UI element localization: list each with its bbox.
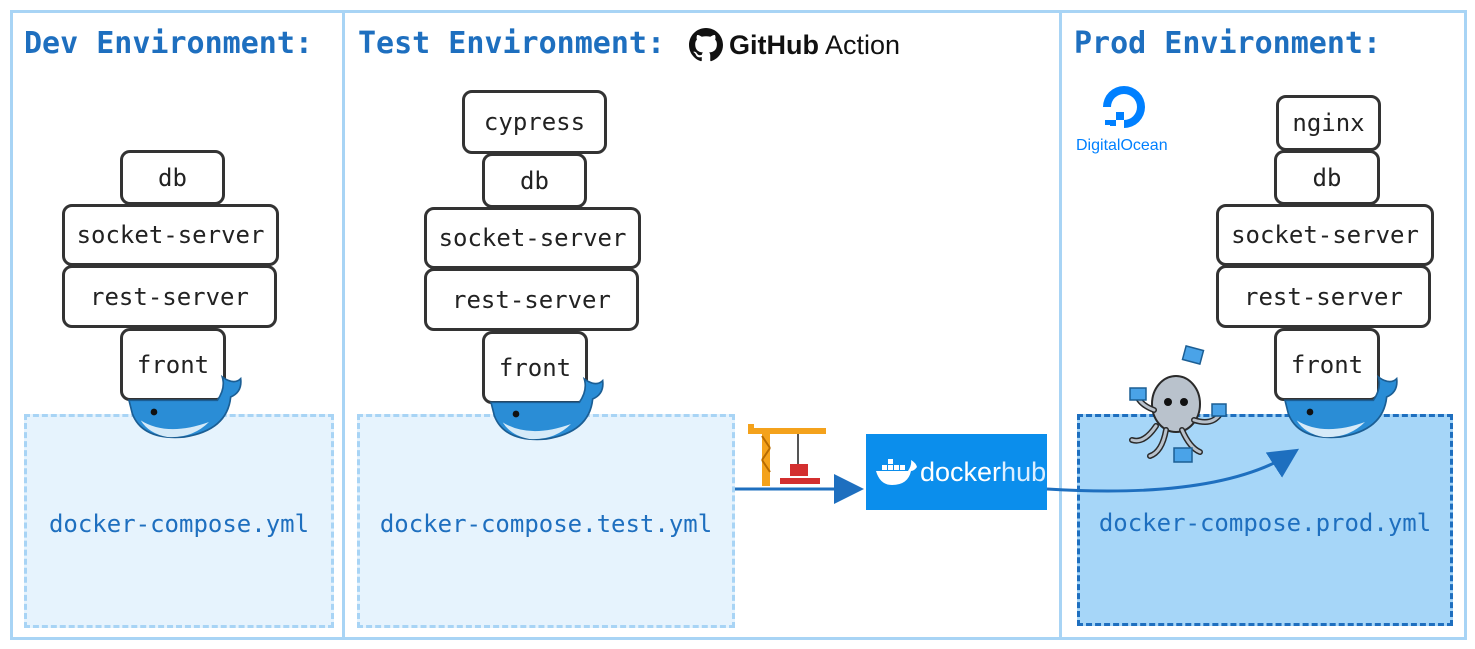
github-action-suffix: Action [825,30,901,60]
dockerhub-label: dockerhub [920,457,1046,488]
docker-whale-icon [127,374,242,439]
github-icon [689,28,723,62]
test-service-socket-server: socket-server [424,207,641,269]
digitalocean-icon [1103,86,1145,128]
prod-compose-file: docker-compose.prod.yml [1077,414,1453,626]
dev-service-socket-server: socket-server [62,204,279,266]
dev-service-rest-server: rest-server [62,265,277,328]
docker-compose-octopus-icon [1129,344,1227,463]
dockerhub-brand-light: hub [1001,456,1047,487]
prod-compose-filename: docker-compose.prod.yml [1098,509,1432,537]
docker-whale-icon [489,376,604,441]
dev-compose-file: docker-compose.yml [24,414,334,628]
dockerhub-whale-icon [876,459,917,485]
prod-service-db: db [1274,150,1380,205]
dockerhub-brand-bold: docker [920,456,1002,487]
test-service-db: db [482,153,587,208]
arrow-dockerhub-to-prod [1046,448,1300,493]
test-compose-file: docker-compose.test.yml [357,414,735,628]
dockerhub-badge: dockerhub [866,434,1047,510]
test-service-rest-server: rest-server [424,268,639,331]
crane-icon [748,424,826,486]
prod-service-nginx: nginx [1276,95,1381,151]
dev-environment-title: Dev Environment: [24,26,313,61]
test-compose-filename: docker-compose.test.yml [379,510,713,538]
prod-environment-title: Prod Environment: [1074,26,1382,61]
dev-service-front: front [120,328,226,401]
test-environment-title: Test Environment: [358,26,666,61]
docker-whale-icon [1283,374,1398,439]
prod-service-socket-server: socket-server [1216,204,1434,266]
test-service-cypress: cypress [462,90,607,154]
github-action-label: GitHub Action [729,30,900,61]
dev-service-db: db [120,150,225,205]
dev-compose-filename: docker-compose.yml [48,510,310,538]
github-brand: GitHub [729,30,819,60]
digitalocean-label: DigitalOcean [1076,137,1168,154]
prod-service-rest-server: rest-server [1216,265,1431,328]
